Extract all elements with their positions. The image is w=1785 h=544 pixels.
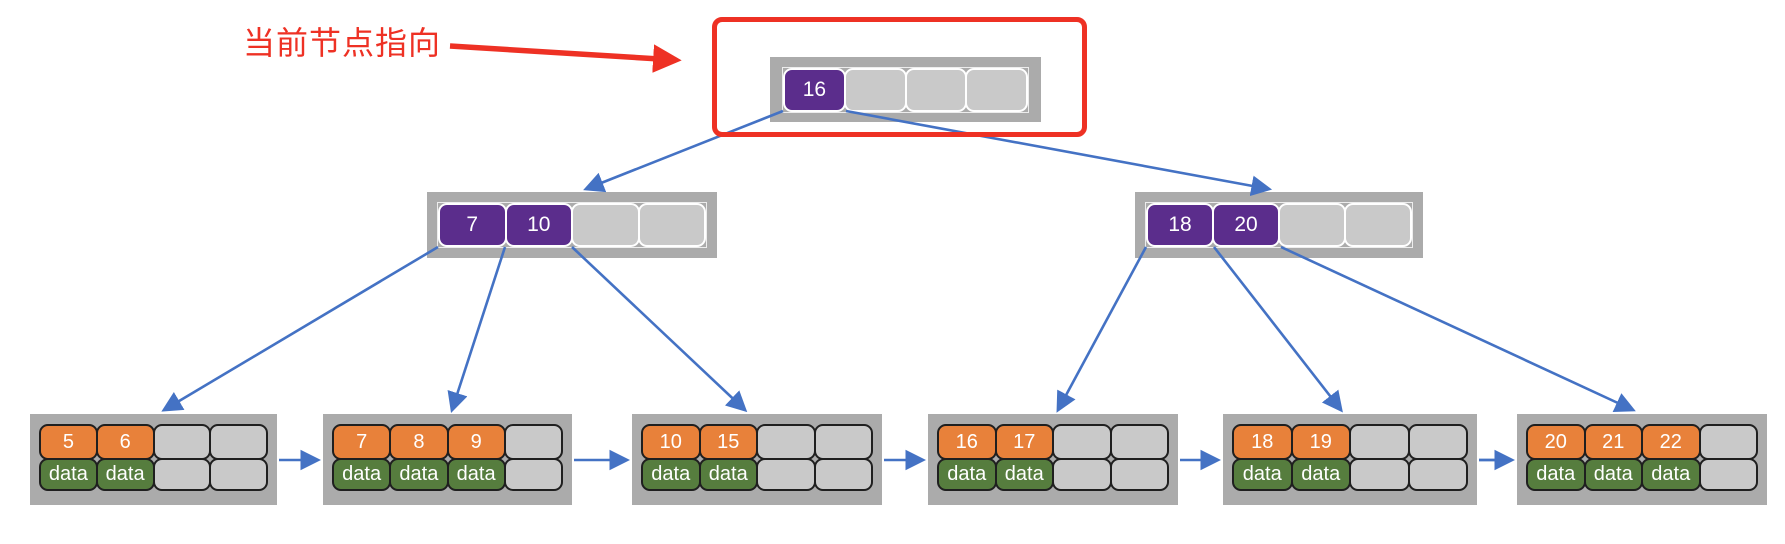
key-cell: 7 bbox=[332, 424, 392, 460]
data-cell: data bbox=[1232, 458, 1293, 491]
key-cell: 16 bbox=[937, 424, 997, 460]
key-cell: 8 bbox=[389, 424, 449, 460]
key-cell: 18 bbox=[1232, 424, 1293, 460]
empty-cell bbox=[813, 458, 873, 491]
empty-cell bbox=[209, 424, 268, 460]
current-node-label: 当前节点指向 bbox=[243, 25, 442, 61]
empty-cell bbox=[571, 203, 640, 247]
data-cell: data bbox=[39, 458, 98, 491]
empty-cell bbox=[1109, 424, 1169, 460]
empty-cell bbox=[152, 424, 212, 460]
empty-cell bbox=[1052, 458, 1112, 491]
empty-cell bbox=[1109, 458, 1169, 491]
data-cell: data bbox=[389, 458, 449, 491]
key-cell: 17 bbox=[994, 424, 1054, 460]
key-cell: 7 bbox=[438, 203, 507, 247]
key-cell: 16 bbox=[783, 67, 846, 112]
empty-cell bbox=[1278, 203, 1346, 247]
data-cell: data bbox=[95, 458, 155, 491]
data-cell: data bbox=[1290, 458, 1351, 491]
annotation-arrow bbox=[449, 43, 682, 73]
empty-cell bbox=[1407, 424, 1468, 460]
empty-cell bbox=[637, 203, 706, 247]
empty-cell bbox=[1407, 458, 1468, 491]
data-cell: data bbox=[332, 458, 392, 491]
empty-cell bbox=[1052, 424, 1112, 460]
empty-cell bbox=[503, 424, 563, 460]
empty-cell bbox=[1349, 424, 1410, 460]
edge-internal-left-to-leaf-2 bbox=[447, 246, 507, 413]
key-cell: 19 bbox=[1290, 424, 1351, 460]
key-cell: 10 bbox=[504, 203, 573, 247]
data-cell: data bbox=[937, 458, 997, 491]
key-cell: 15 bbox=[698, 424, 758, 460]
data-cell: data bbox=[1583, 458, 1643, 491]
empty-cell bbox=[1349, 458, 1410, 491]
empty-cell bbox=[1698, 458, 1758, 491]
key-cell: 10 bbox=[641, 424, 701, 460]
key-cell: 5 bbox=[39, 424, 98, 460]
data-cell: data bbox=[698, 458, 758, 491]
data-cell: data bbox=[446, 458, 506, 491]
key-cell: 20 bbox=[1526, 424, 1586, 460]
edge-internal-right-to-leaf-4 bbox=[1056, 246, 1148, 413]
data-cell: data bbox=[1526, 458, 1586, 491]
empty-cell bbox=[1698, 424, 1758, 460]
data-cell: data bbox=[1641, 458, 1701, 491]
empty-cell bbox=[813, 424, 873, 460]
empty-cell bbox=[904, 67, 968, 112]
edge-internal-right-to-leaf-5 bbox=[1212, 246, 1343, 413]
edge-internal-left-to-leaf-3 bbox=[571, 246, 748, 413]
key-cell: 6 bbox=[95, 424, 155, 460]
empty-cell bbox=[152, 458, 212, 491]
edge-internal-right-to-leaf-6 bbox=[1280, 245, 1636, 413]
root-node: 16 bbox=[770, 57, 1041, 122]
key-cell: 21 bbox=[1583, 424, 1643, 460]
empty-cell bbox=[209, 458, 268, 491]
key-cell: 18 bbox=[1146, 203, 1214, 247]
key-cell: 22 bbox=[1641, 424, 1701, 460]
key-cell: 9 bbox=[446, 424, 506, 460]
node-cell-row: 16 bbox=[783, 67, 1028, 112]
empty-cell bbox=[1344, 203, 1412, 247]
empty-cell bbox=[503, 458, 563, 491]
data-cell: data bbox=[994, 458, 1054, 491]
current-node-highlight-box bbox=[712, 17, 1087, 137]
data-cell: data bbox=[641, 458, 701, 491]
empty-cell bbox=[756, 424, 816, 460]
edge-internal-left-to-leaf-1 bbox=[161, 245, 439, 412]
key-cell: 20 bbox=[1212, 203, 1280, 247]
empty-cell bbox=[756, 458, 816, 491]
